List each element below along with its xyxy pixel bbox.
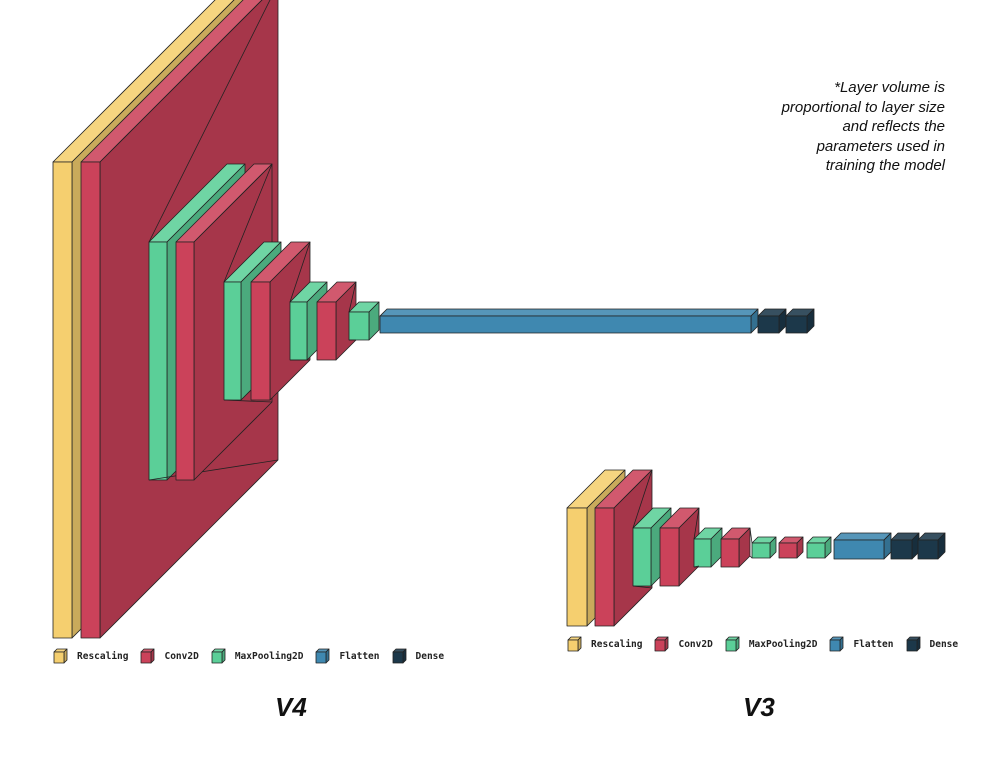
legend-item-conv2d: Conv2D — [654, 636, 713, 652]
layer-front-face — [348, 311, 370, 341]
layer-front-face — [890, 539, 913, 560]
v3-legend: Rescaling Conv2D MaxPooling2D Flatten Dense — [567, 636, 970, 652]
legend-swatch-rescaling — [567, 636, 582, 652]
maxpooling2d-layer — [751, 536, 777, 559]
v3-architecture — [566, 469, 946, 627]
funnel-edge — [223, 399, 273, 403]
v4-legend: Rescaling Conv2D MaxPooling2D Flatten Dense — [53, 648, 456, 664]
maxpooling2d-layer — [348, 301, 380, 341]
funnel-edge — [148, 0, 271, 243]
legend-item-rescaling: Rescaling — [567, 636, 642, 652]
dense-layer — [917, 532, 946, 560]
legend-item-dense: Dense — [392, 648, 445, 664]
legend-item-maxpooling2d: MaxPooling2D — [725, 636, 818, 652]
layer-front-face — [52, 161, 73, 639]
flatten-layer — [379, 308, 759, 334]
legend-swatch-flatten — [316, 648, 330, 664]
legend-item-dense: Dense — [906, 636, 959, 652]
dense-layer — [785, 308, 815, 334]
funnel-edge — [289, 241, 311, 303]
legend-swatch-dense — [906, 636, 920, 652]
layer-front-face — [223, 281, 242, 401]
dense-layer — [757, 308, 787, 334]
legend-label: MaxPooling2D — [234, 650, 304, 662]
conv2d-layer — [778, 536, 804, 559]
legend-swatch-flatten — [830, 636, 844, 652]
legend-item-rescaling: Rescaling — [53, 648, 128, 664]
funnel-edge — [148, 459, 279, 481]
funnel-edge — [348, 281, 357, 313]
legend-swatch-conv2d — [655, 636, 669, 652]
layer-front-face — [751, 542, 771, 559]
legend-label: Flatten — [853, 638, 894, 650]
legend-item-flatten: Flatten — [829, 636, 894, 652]
funnel-edge — [693, 507, 700, 540]
legend-swatch-conv2d — [141, 648, 155, 664]
layer-top-face — [379, 308, 759, 317]
layer-front-face — [80, 161, 101, 639]
legend-item-conv2d: Conv2D — [140, 648, 199, 664]
layer-front-face — [250, 281, 271, 401]
v4-model-label: V4 — [275, 692, 307, 722]
legend-label: Rescaling — [591, 638, 643, 650]
legend-label: MaxPooling2D — [748, 638, 818, 650]
legend-swatch-rescaling — [53, 648, 68, 664]
layer-front-face — [379, 315, 752, 334]
legend-swatch-maxpooling2d — [211, 648, 226, 664]
layer-front-face — [757, 315, 780, 334]
layer-front-face — [594, 507, 615, 627]
legend-label: Dense — [929, 638, 959, 650]
layer-front-face — [566, 507, 588, 627]
maxpooling2d-layer — [693, 527, 723, 568]
funnel-edge — [632, 585, 653, 589]
funnel-edge — [749, 527, 753, 544]
layer-front-face — [833, 539, 885, 560]
funnel-edge — [693, 565, 700, 568]
flatten-layer — [833, 532, 892, 560]
layer-front-face — [778, 542, 798, 559]
legend-label: Dense — [415, 650, 445, 662]
legend-label: Conv2D — [678, 638, 713, 650]
layer-front-face — [148, 241, 168, 481]
funnel-edge — [632, 469, 653, 529]
layer-front-face — [632, 527, 652, 587]
dense-layer — [890, 532, 920, 560]
legend-label: Conv2D — [164, 650, 199, 662]
layer-top-face — [833, 532, 892, 541]
legend-swatch-dense — [392, 648, 406, 664]
funnel-edge — [223, 163, 273, 283]
layer-front-face — [659, 527, 680, 587]
conv2d-layer — [316, 281, 357, 361]
layer-front-face — [917, 539, 939, 560]
legend-item-flatten: Flatten — [315, 648, 380, 664]
legend-label: Flatten — [339, 650, 380, 662]
layer-front-face — [175, 241, 195, 481]
legend-swatch-maxpooling2d — [725, 636, 740, 652]
funnel-edge — [749, 555, 753, 559]
layer-front-face — [785, 315, 808, 334]
layer-front-face — [806, 542, 826, 559]
layer-front-face — [720, 538, 740, 568]
layer-front-face — [693, 538, 712, 568]
conv2d-layer — [720, 527, 751, 568]
layer-volume-note: *Layer volume is proportional to layer s… — [781, 79, 945, 174]
legend-item-maxpooling2d: MaxPooling2D — [211, 648, 304, 664]
layer-front-face — [316, 301, 337, 361]
v4-architecture — [52, 0, 815, 639]
maxpooling2d-layer — [806, 536, 832, 559]
layer-front-face — [289, 301, 308, 361]
v3-model-label: V3 — [743, 692, 775, 722]
legend-label: Rescaling — [77, 650, 129, 662]
